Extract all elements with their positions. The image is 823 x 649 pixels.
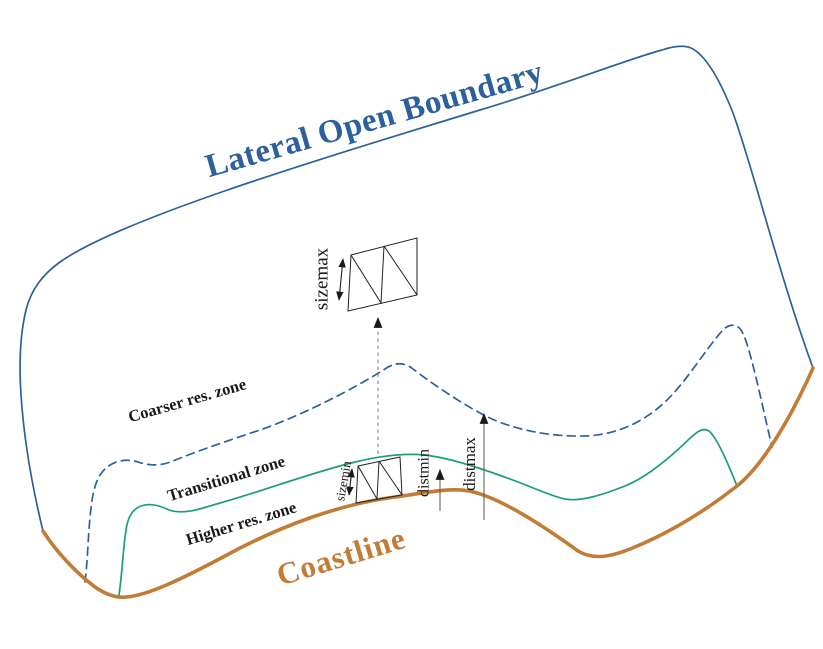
transitional-zone-boundary-line (118, 428, 738, 596)
coastline-label: Coastline (272, 520, 409, 592)
distmin-label: distmin (416, 449, 433, 497)
sizemax-mesh-diagonal-right (383, 245, 418, 296)
sizemin-mesh-midline (376, 460, 380, 500)
coarser-zone-boundary-dashed-line (84, 324, 773, 583)
sizemax-label: sizemax (312, 247, 333, 310)
sizemin-mesh-diagonal-right (378, 460, 403, 496)
sizemax-mesh-icon (336, 237, 418, 312)
sizemin-label: sizemin (332, 459, 354, 502)
coarser-zone-label: Coarser res. zone (126, 374, 248, 426)
sizemax-extent-arrow (336, 258, 346, 301)
distmax-label: distmax (460, 437, 479, 491)
lateral-open-boundary-line (19, 45, 814, 532)
lateral-open-boundary-label: Lateral Open Boundary (201, 54, 547, 185)
sizemax-mesh-diagonal-left (350, 254, 382, 304)
coastline-line (41, 366, 815, 599)
sizemax-mesh-midline (380, 245, 385, 304)
transitional-zone-label: Transitional zone (165, 451, 287, 505)
sizemin-extent-arrow (346, 468, 355, 496)
sizemin-mesh-diagonal-left (357, 465, 378, 500)
sizemin-mesh-icon (346, 456, 403, 504)
higher-zone-label: Higher res. zone (184, 497, 299, 549)
